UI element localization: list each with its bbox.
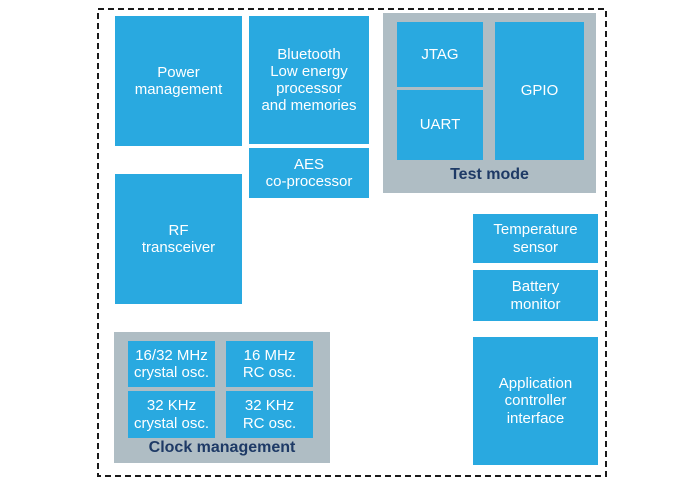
- block-application-controller-interface: Application controller interface: [473, 337, 598, 465]
- block-temperature-sensor: Temperature sensor: [473, 214, 598, 263]
- block-ble-processor-memories: Bluetooth Low energy processor and memor…: [249, 16, 369, 144]
- label-clock-management: Clock management: [148, 439, 296, 456]
- block-16mhz-rc-osc: 16 MHz RC osc.: [226, 341, 313, 387]
- block-jtag: JTAG: [397, 22, 483, 87]
- group-test-mode: JTAG UART GPIO Test mode: [383, 13, 596, 193]
- block-uart: UART: [397, 90, 483, 160]
- block-16-32mhz-crystal-osc: 16/32 MHz crystal osc.: [128, 341, 215, 387]
- label-test-mode: Test mode: [450, 166, 529, 183]
- block-gpio: GPIO: [495, 22, 584, 160]
- dashed-border-rect: [97, 8, 607, 477]
- dashed-chip-boundary: [97, 8, 607, 477]
- block-aes-coprocessor: AES co-processor: [249, 148, 369, 198]
- block-power-management: Power management: [115, 16, 242, 146]
- block-battery-monitor: Battery monitor: [473, 270, 598, 321]
- block-rf-transceiver: RF transceiver: [115, 174, 242, 304]
- block-32khz-rc-osc: 32 KHz RC osc.: [226, 391, 313, 438]
- block-32khz-crystal-osc: 32 KHz crystal osc.: [128, 391, 215, 438]
- group-clock-management: 16/32 MHz crystal osc. 16 MHz RC osc. 32…: [114, 332, 330, 463]
